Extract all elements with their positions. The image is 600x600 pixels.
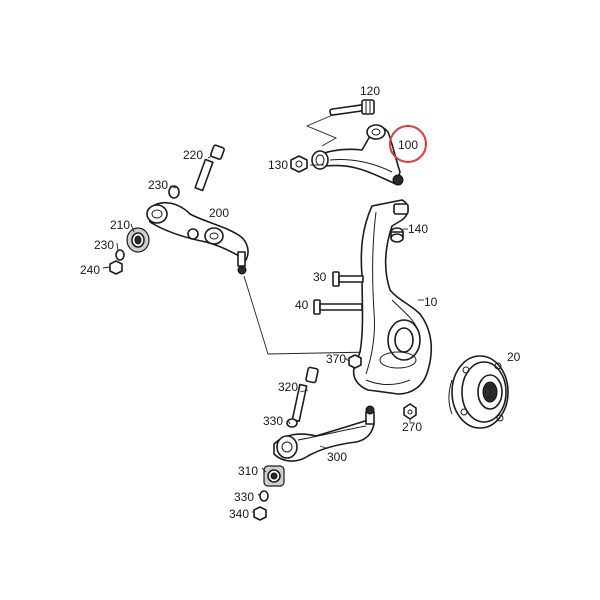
label-20: 20 <box>507 350 521 364</box>
label-270: 270 <box>402 420 423 434</box>
nut-130 <box>290 155 308 173</box>
label-200: 200 <box>209 206 230 220</box>
label-130: 130 <box>268 158 289 172</box>
bolt-320 <box>291 366 319 423</box>
nut-240 <box>109 260 123 275</box>
steering-knuckle <box>352 199 433 395</box>
upper-arm-bolt <box>329 99 375 116</box>
label-320: 320 <box>278 380 299 394</box>
bolt-220 <box>194 144 225 192</box>
strut-alignment-line <box>243 275 373 355</box>
label-140: 140 <box>408 222 429 236</box>
label-210: 210 <box>110 218 131 232</box>
nut-270 <box>403 403 417 420</box>
boot-140 <box>390 227 404 243</box>
label-300: 300 <box>327 450 348 464</box>
bolt-40 <box>313 299 363 315</box>
bolt-alignment-line <box>305 113 338 147</box>
bushing-310 <box>263 465 285 487</box>
label-330-lower: 330 <box>234 490 255 504</box>
washer-230-lower <box>115 249 125 261</box>
bolt-30 <box>332 271 364 287</box>
lower-control-arm <box>273 405 375 462</box>
bushing-210 <box>126 227 150 253</box>
leader-lines <box>102 155 424 513</box>
label-230-upper: 230 <box>148 178 169 192</box>
label-30: 30 <box>313 270 327 284</box>
label-100: 100 <box>398 138 419 152</box>
tension-strut <box>146 202 249 275</box>
label-220: 220 <box>183 148 204 162</box>
washer-330-upper <box>286 418 298 428</box>
highlight-ring <box>389 125 427 163</box>
label-330-upper: 330 <box>263 414 284 428</box>
nut-340 <box>253 506 267 521</box>
wheel-hub <box>448 355 509 429</box>
washer-330-lower <box>259 490 269 502</box>
label-120: 120 <box>360 84 381 98</box>
nut-370 <box>348 354 362 369</box>
label-240: 240 <box>80 263 101 277</box>
washer-230-upper <box>168 185 180 199</box>
label-10: 10 <box>424 295 438 309</box>
label-310: 310 <box>238 464 259 478</box>
label-340: 340 <box>229 507 250 521</box>
upper-control-arm <box>311 124 404 186</box>
label-230-lower: 230 <box>94 238 115 252</box>
label-370: 370 <box>326 352 347 366</box>
label-40: 40 <box>295 298 309 312</box>
